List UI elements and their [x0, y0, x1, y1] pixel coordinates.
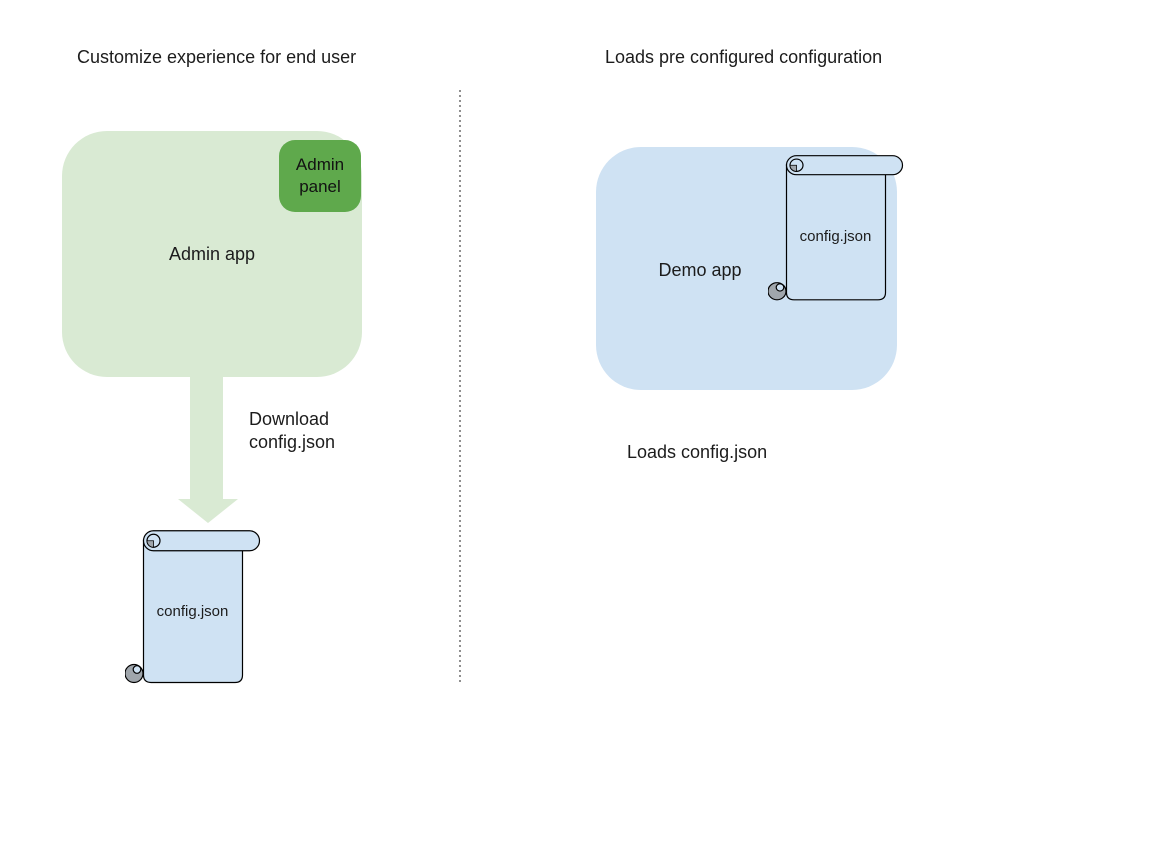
- scroll-body: [785, 163, 887, 301]
- config-json-scroll-right: config.json: [768, 155, 904, 305]
- config-json-label-left: config.json: [156, 603, 229, 620]
- scroll-top-roll: [142, 530, 261, 552]
- admin-app-box: Admin panel Admin app: [62, 131, 362, 377]
- scroll-icon: [125, 530, 261, 684]
- right-column-title: Loads pre configured configuration: [605, 47, 883, 67]
- admin-app-label: Admin app: [168, 244, 256, 264]
- scroll-bottom-curl-inner: [132, 665, 142, 674]
- demo-app-label: Demo app: [658, 260, 742, 280]
- config-json-scroll-left: config.json: [125, 530, 261, 688]
- arrow-shape: [178, 377, 238, 523]
- scroll-body: [142, 539, 244, 684]
- config-json-label-right: config.json: [799, 228, 872, 245]
- section-divider-dotted-line: [459, 90, 461, 685]
- download-config-label: Download config.json: [249, 409, 336, 452]
- loads-config-label: Loads config.json: [627, 442, 768, 462]
- scroll-bottom-curl-inner: [775, 283, 785, 292]
- scroll-top-curl-shading: [789, 164, 797, 172]
- scroll-top-roll: [785, 155, 904, 176]
- scroll-icon: [768, 155, 904, 301]
- left-column-title: Customize experience for end user: [77, 47, 357, 67]
- download-arrow-icon: [178, 377, 238, 523]
- scroll-top-curl-shading: [146, 540, 154, 548]
- admin-panel-label: Admin panel: [295, 155, 345, 196]
- admin-panel-box: Admin panel: [279, 140, 361, 212]
